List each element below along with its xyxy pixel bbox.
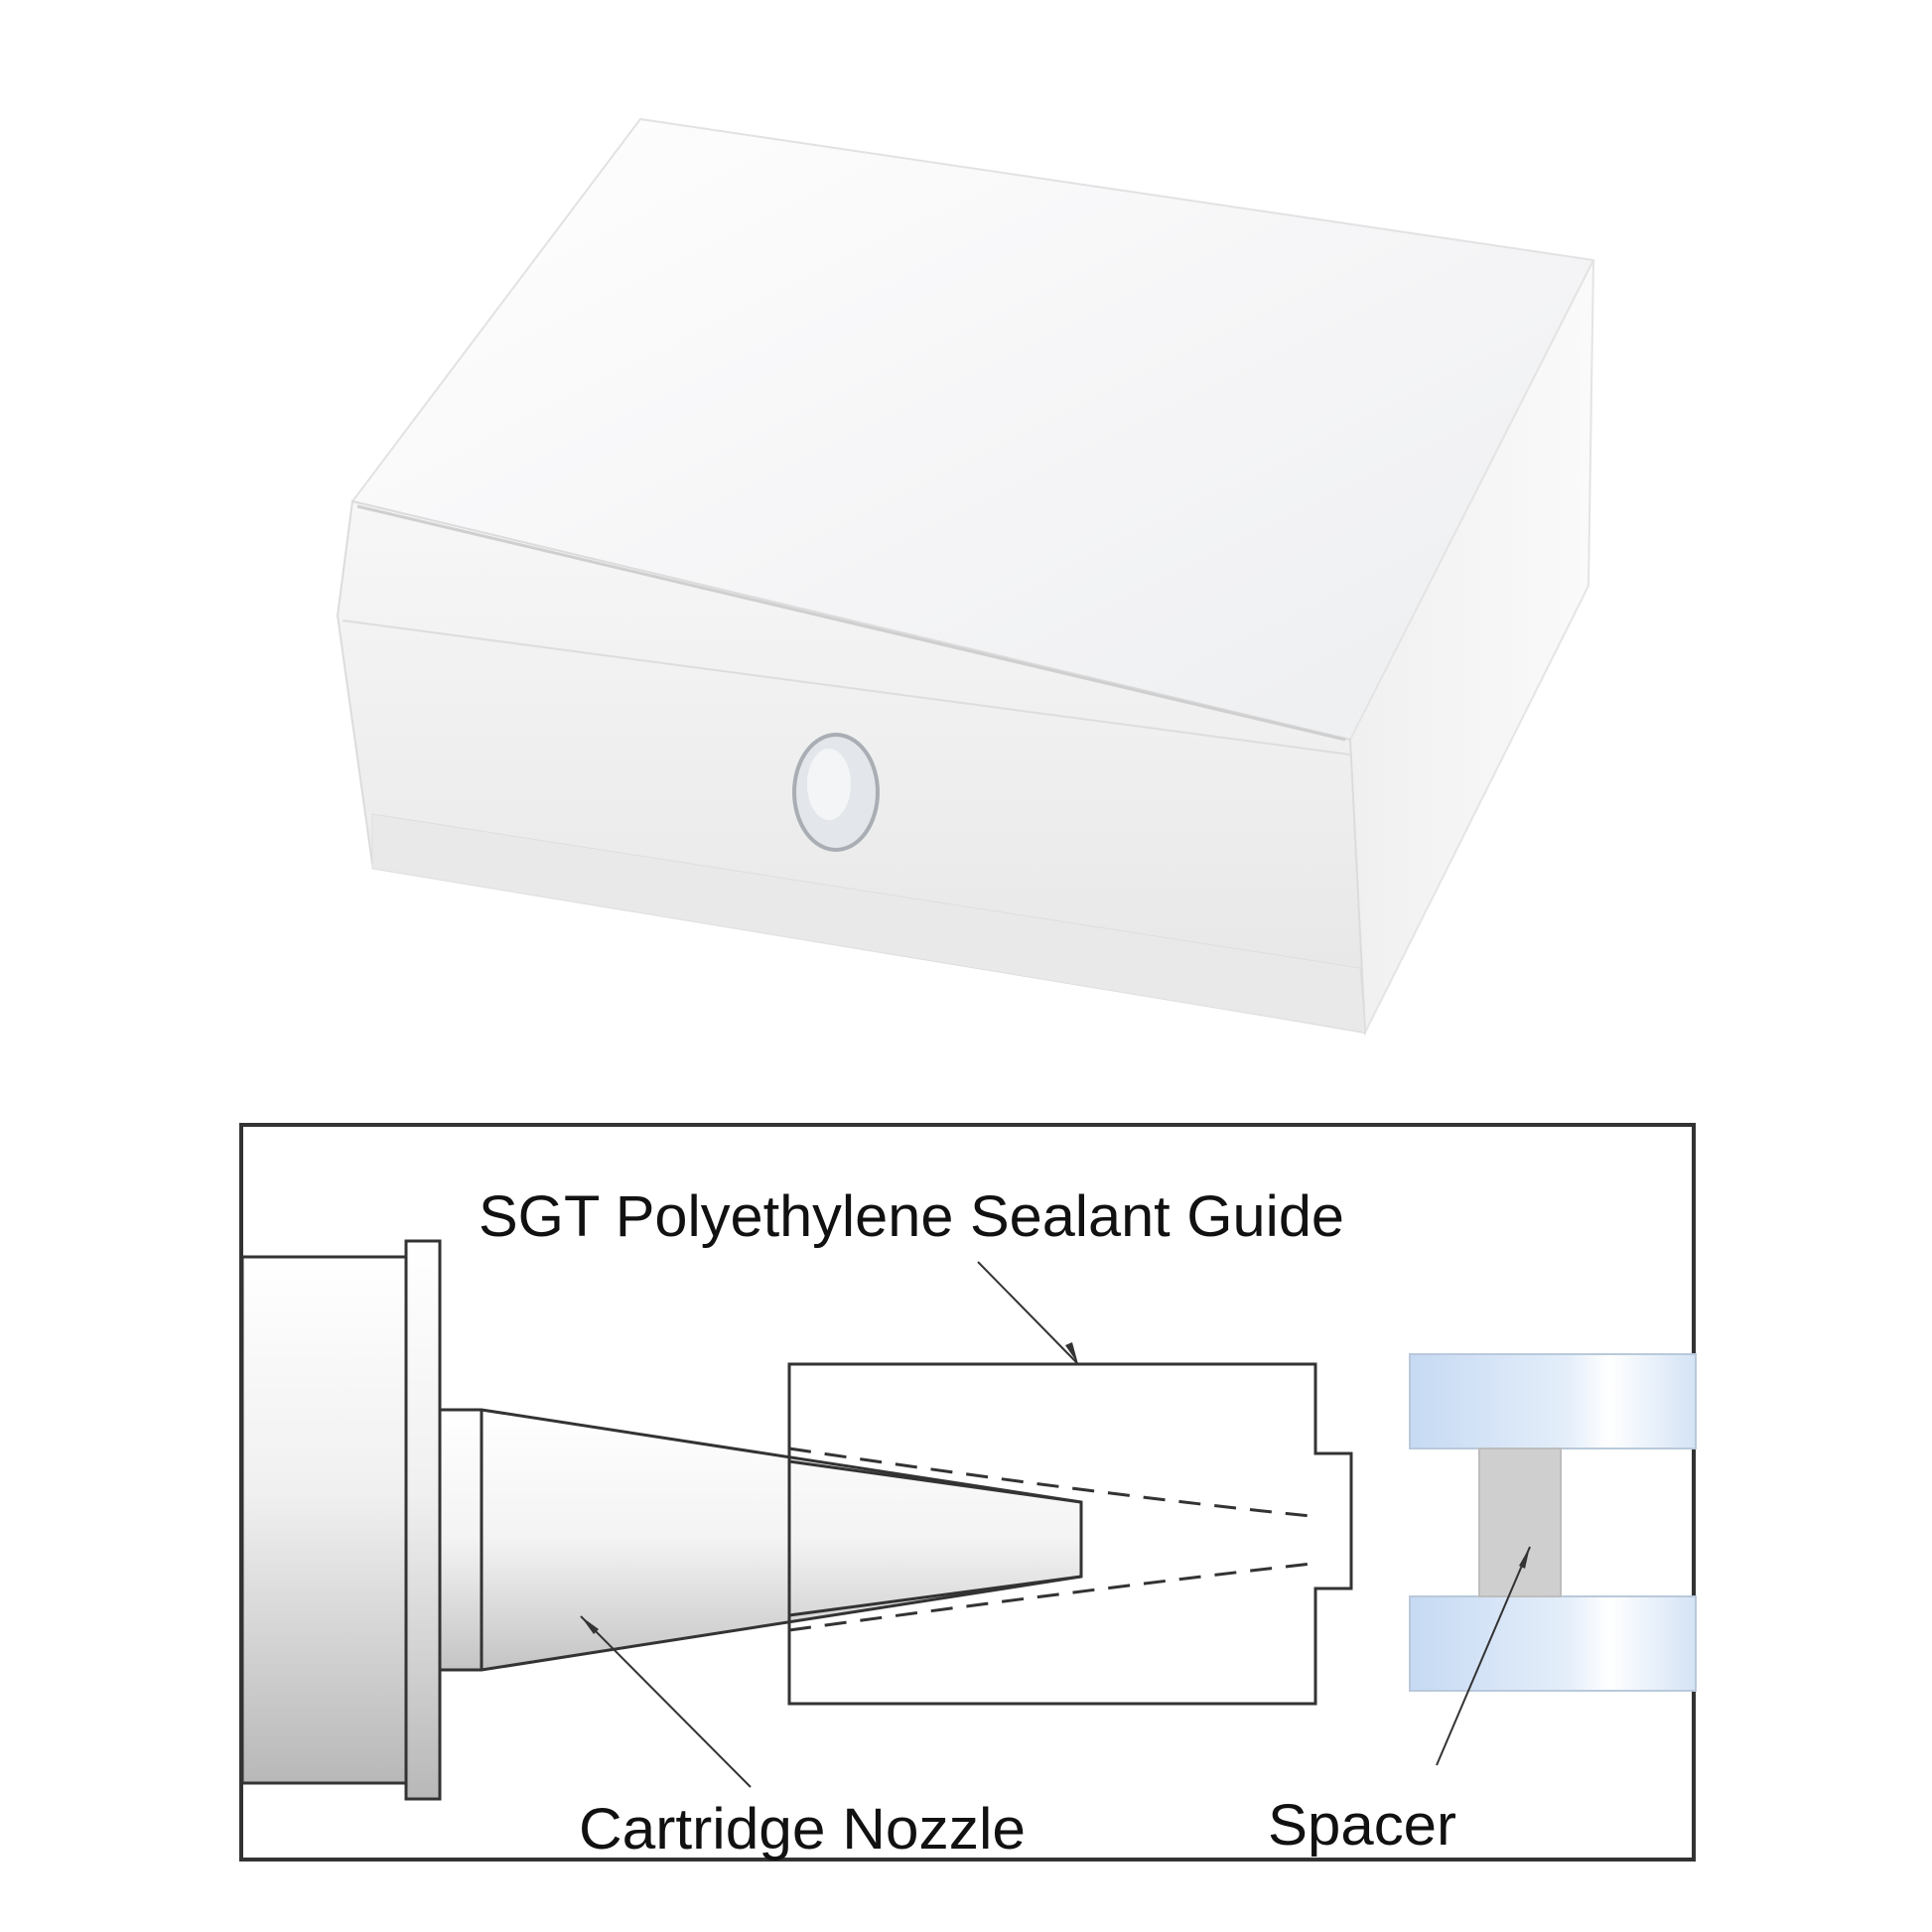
glass-pane-top [1409, 1353, 1697, 1449]
cartridge-flange [404, 1239, 442, 1801]
nozzle-leader-line [580, 1615, 752, 1788]
glass-pane-bottom [1409, 1595, 1697, 1692]
spacer [1478, 1448, 1562, 1597]
label-spacer: Spacer [1268, 1793, 1456, 1858]
cartridge-body [240, 1255, 408, 1785]
block-lower-band [371, 813, 1366, 1034]
sealant-guide [787, 1362, 1353, 1706]
guide-leader-line [977, 1261, 1079, 1365]
edge-highlight [356, 504, 1346, 742]
guide-channel-bottom [788, 1561, 1321, 1632]
label-cartridge-nozzle: Cartridge Nozzle [579, 1797, 1026, 1862]
label-sealant-guide: SGT Polyethylene Sealant Guide [479, 1184, 1344, 1249]
guide-channel-top [788, 1447, 1321, 1519]
spacer-leader-line [1436, 1546, 1531, 1766]
product-photo [336, 117, 1595, 1036]
